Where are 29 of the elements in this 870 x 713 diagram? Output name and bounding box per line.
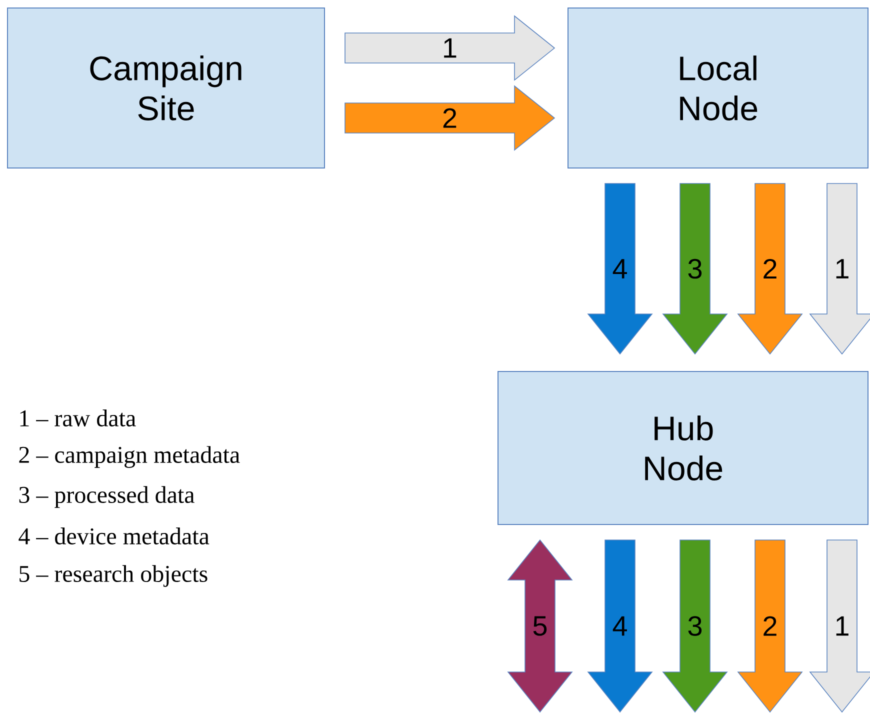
block-arrow [587,540,653,713]
edge-label: 2 [761,615,779,637]
block-arrow [344,15,556,81]
legend-text: 2 – campaign metadata [19,446,240,468]
legend-text: 3 – processed data [19,486,194,508]
edge-label: 1 [833,615,851,637]
edge-label: 4 [611,258,629,280]
process-box: Campaign Site [7,8,325,168]
edge-label: 5 [531,615,549,637]
process-box: Local Node [568,8,868,168]
edge-label: 3 [686,615,704,637]
legend-text: 4 – device metadata [18,528,210,544]
block-arrow [737,183,803,355]
edge-label: 3 [686,258,704,280]
edge-label: 4 [611,615,629,637]
block-arrow [737,540,803,713]
process-box: Hub Node [498,371,868,525]
edge-label: 2 [761,258,779,280]
edge-label: 1 [440,37,459,59]
legend-text: 1 – raw data [20,410,136,426]
block-arrow [344,85,556,151]
block-arrow [587,183,653,355]
block-arrow [809,183,870,355]
block-arrow [809,540,870,713]
edge-label: 2 [440,107,459,129]
edge-label: 1 [833,258,851,280]
block-arrow [662,540,728,713]
legend-text: 5 – research objects [20,565,208,587]
block-arrow [662,183,728,355]
